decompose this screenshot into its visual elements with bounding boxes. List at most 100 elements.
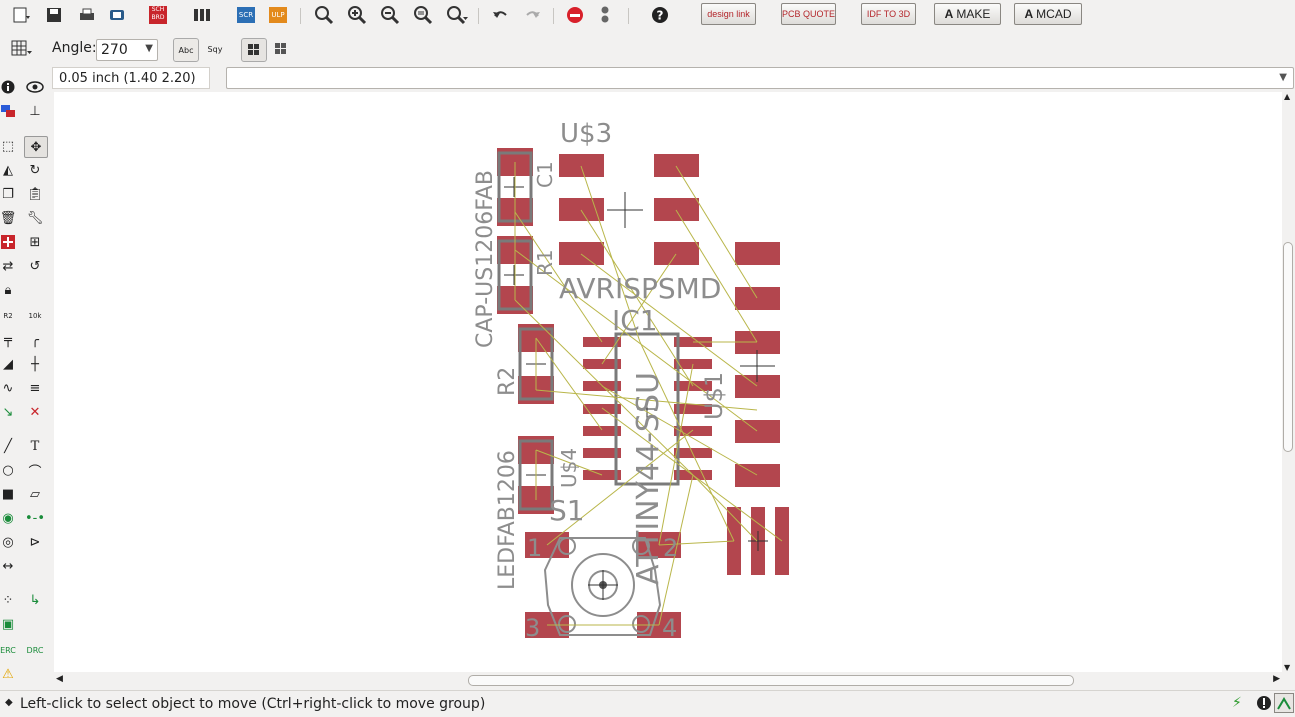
ulp-button[interactable]: ULP [266, 4, 290, 26]
undo-icon[interactable] [488, 4, 512, 26]
grid-icon[interactable] [10, 38, 34, 60]
erc-icon[interactable]: ERC [0, 645, 16, 655]
zoom-fit-icon[interactable] [312, 4, 336, 26]
route-status-icon[interactable] [1274, 693, 1294, 713]
slice-icon[interactable]: ≡ [29, 380, 41, 396]
circle-icon[interactable]: ○ [2, 462, 14, 478]
text-mirror-button[interactable]: Sqy [207, 44, 223, 54]
ripup-icon[interactable]: ∿ [2, 380, 14, 396]
script-button[interactable]: SCR [234, 4, 258, 26]
save-icon[interactable] [42, 4, 66, 26]
stop-status-icon[interactable] [1256, 694, 1272, 712]
stop-icon[interactable] [563, 4, 587, 26]
design-link-button[interactable]: design link [701, 3, 756, 25]
info-icon[interactable] [0, 77, 19, 97]
mirror-icon[interactable]: ◭ [3, 162, 13, 178]
name-icon[interactable]: R2 [3, 312, 13, 320]
label-ic1: IC1 [612, 304, 658, 337]
pad [654, 242, 699, 265]
dimension-icon[interactable]: ↔ [2, 558, 14, 574]
scroll-up-icon[interactable]: ▲ [1284, 92, 1291, 101]
add-icon[interactable] [0, 232, 19, 252]
scroll-left-icon[interactable]: ◀ [56, 674, 63, 684]
signal-icon[interactable]: •-• [24, 510, 46, 526]
split-icon[interactable]: ╤ [4, 332, 12, 348]
swap-icon[interactable]: ⇄ [2, 258, 14, 274]
polygon-icon[interactable]: ▱ [30, 486, 40, 502]
help-icon[interactable]: ? [648, 4, 672, 26]
horizontal-scrollbar[interactable]: ◀ ▶ [54, 672, 1282, 688]
label-pin2: 2 [663, 534, 678, 562]
open-file-icon[interactable] [10, 4, 34, 26]
chevron-down-icon[interactable]: ▼ [1279, 72, 1287, 83]
display-layers-icon[interactable] [0, 101, 19, 121]
board-drawing: U$3 C1 R1 CAP-US1206FAB AVRISPSMD IC1 R2… [473, 119, 789, 642]
library-icon[interactable] [190, 4, 214, 26]
rotate-icon[interactable]: ↻ [29, 162, 41, 178]
pcb-quote-button[interactable]: PCB QUOTE [781, 3, 836, 25]
status-diamond-icon: ◆ [5, 697, 13, 708]
lock-icon[interactable]: 🔒︎ [4, 282, 12, 298]
zoom-select-icon[interactable] [446, 4, 470, 26]
label-pin1: 1 [527, 534, 542, 562]
layout-single-button[interactable] [241, 38, 267, 62]
print-icon[interactable] [75, 4, 99, 26]
copy-icon[interactable]: ❐ [2, 186, 14, 202]
miter-icon[interactable]: ╭ [31, 332, 39, 348]
autorouter-icon[interactable]: ↳ [29, 592, 41, 608]
mark-icon[interactable]: ⊥ [29, 103, 41, 119]
lock-rotate-icon[interactable]: ↺ [29, 258, 41, 274]
zoom-in-icon[interactable] [345, 4, 369, 26]
drc-icon[interactable]: DRC [26, 645, 44, 655]
chevron-down-icon: ▼ [145, 43, 153, 54]
hole-icon[interactable]: ◎ [2, 534, 14, 550]
text-ratio-button[interactable]: Abc [173, 38, 199, 62]
paste-icon[interactable]: 📋︎ [26, 186, 44, 202]
attribute-icon[interactable]: ⊳ [29, 534, 41, 550]
line-icon[interactable]: ╱ [4, 438, 12, 454]
value-icon[interactable]: 10k [28, 312, 42, 320]
ratsnest-icon[interactable]: ⁘ [2, 592, 14, 608]
zoom-last-icon[interactable] [411, 4, 435, 26]
board-canvas[interactable]: U$3 C1 R1 CAP-US1206FAB AVRISPSMD IC1 R2… [54, 92, 1282, 672]
cam-processor-icon[interactable] [105, 4, 129, 26]
unroute-icon[interactable]: ✕ [29, 404, 41, 420]
optimize-icon[interactable]: ◢ [3, 356, 13, 372]
zoom-out-icon[interactable] [378, 4, 402, 26]
vertical-scroll-thumb[interactable] [1283, 242, 1293, 452]
meander-icon[interactable]: ┼ [31, 356, 39, 372]
command-line-input[interactable]: ▼ [226, 67, 1294, 89]
pad [735, 420, 780, 443]
warning-icon[interactable]: ⚠ [2, 666, 14, 682]
toolbar-separator [300, 8, 301, 24]
via-icon[interactable]: ◉ [2, 510, 14, 526]
label-attiny: ATTINY44-SSU [631, 372, 666, 585]
redo-icon[interactable] [521, 4, 545, 26]
show-icon[interactable] [24, 77, 46, 97]
scroll-right-icon[interactable]: ▶ [1273, 674, 1280, 684]
text-icon[interactable]: T [30, 438, 40, 454]
route-icon[interactable]: ↘ [2, 404, 14, 420]
toolbar-separator [478, 8, 479, 24]
replace-icon[interactable]: ⊞ [29, 234, 41, 250]
wrench-icon[interactable]: 🔧︎ [26, 210, 44, 226]
vertical-scrollbar[interactable]: ▲ ▼ [1282, 92, 1295, 672]
board-icon[interactable]: ▣ [1, 616, 15, 632]
idf-to-3d-button[interactable]: IDF TO 3D [861, 3, 916, 25]
sch-brd-switch-button[interactable]: SCH BRD [146, 4, 170, 26]
rect-icon[interactable]: ■ [1, 486, 15, 502]
label-r2: R2 [495, 367, 520, 396]
horizontal-scroll-thumb[interactable] [468, 675, 1074, 686]
delete-icon[interactable]: 🗑︎ [0, 210, 17, 226]
layout-grid-button[interactable] [269, 38, 293, 60]
go-icon[interactable] [593, 4, 617, 26]
arc-icon[interactable]: ⌒ [28, 464, 42, 480]
label-s1: S1 [549, 494, 585, 527]
angle-select[interactable]: 270 ▼ [96, 39, 158, 61]
move-icon[interactable]: ✥ [24, 136, 48, 158]
scroll-down-icon[interactable]: ▼ [1284, 663, 1291, 672]
select-icon[interactable]: ⬚ [1, 138, 15, 154]
lightning-icon[interactable]: ⚡ [1232, 695, 1242, 711]
